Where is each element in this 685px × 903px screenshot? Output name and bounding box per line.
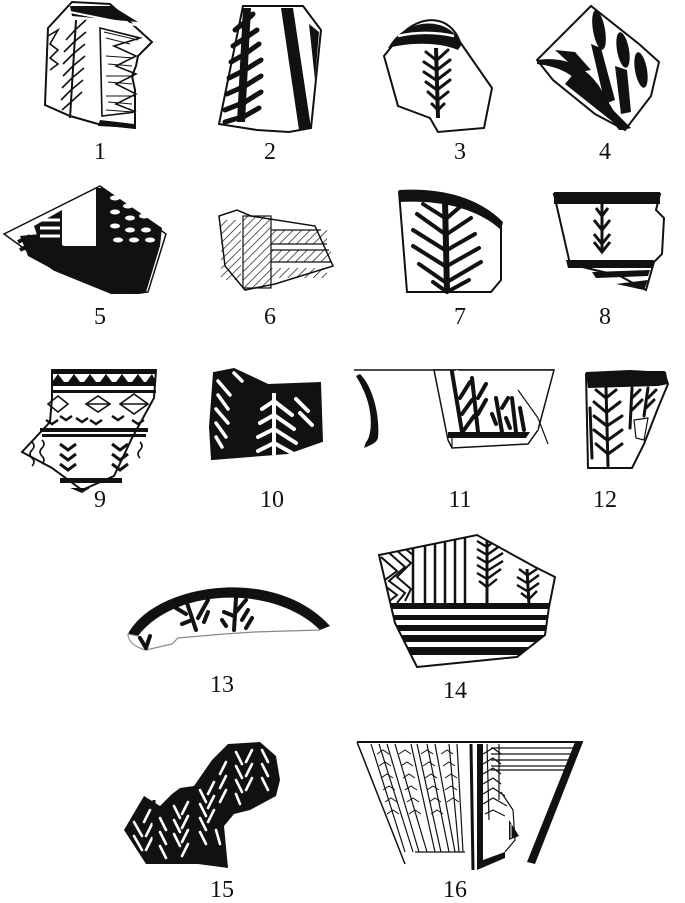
sherd-15-drawing <box>120 740 305 870</box>
sherd-13-drawing <box>124 574 334 664</box>
sherd-10-label: 10 <box>260 487 284 513</box>
sherd-9-label: 9 <box>94 487 106 513</box>
sherd-14-label: 14 <box>443 678 467 704</box>
sherd-1-drawing <box>40 0 160 130</box>
sherd-16-label: 16 <box>443 877 467 903</box>
sherd-6-label: 6 <box>264 304 276 330</box>
sherd-4-label: 4 <box>599 139 611 165</box>
sherd-4-drawing <box>535 4 665 134</box>
sherd-14-drawing <box>377 533 562 668</box>
sherd-2-label: 2 <box>264 139 276 165</box>
sherd-10-drawing <box>208 367 328 467</box>
sherd-5-label: 5 <box>94 304 106 330</box>
sherd-3-label: 3 <box>454 139 466 165</box>
sherd-8-drawing <box>552 190 672 300</box>
sherd-11-drawing <box>352 368 557 458</box>
sherd-16-drawing <box>355 740 585 870</box>
sherd-7-drawing <box>395 188 510 298</box>
sherd-7-label: 7 <box>454 304 466 330</box>
sherd-6-drawing <box>215 206 335 296</box>
sherd-3-drawing <box>380 14 500 134</box>
sherd-2-drawing <box>215 4 325 134</box>
sherd-1-label: 1 <box>94 139 106 165</box>
sherd-12-drawing <box>578 368 673 473</box>
sherd-15-label: 15 <box>210 877 234 903</box>
sherd-9-drawing <box>20 368 165 493</box>
sherd-12-label: 12 <box>593 487 617 513</box>
sherd-13-label: 13 <box>210 672 234 698</box>
sherd-5-drawing <box>0 184 170 294</box>
sherd-8-label: 8 <box>599 304 611 330</box>
sherd-11-label: 11 <box>448 487 472 513</box>
